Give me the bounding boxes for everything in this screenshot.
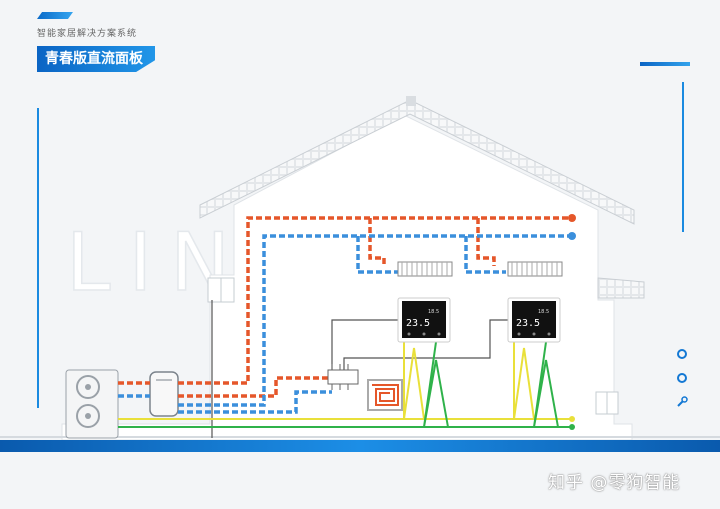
thermostat-1-set-temperature: 18.5 xyxy=(428,309,439,315)
header-accent-stripe xyxy=(37,12,73,19)
cold-water-pipes xyxy=(118,234,572,414)
green-line-end xyxy=(569,424,575,430)
thermostat-2-set-temperature: 18.5 xyxy=(538,309,549,315)
wrench-icon xyxy=(676,393,690,412)
header-title-box: 青春版直流面板 xyxy=(37,46,155,72)
yellow-line-end xyxy=(569,416,575,422)
roof-ridge xyxy=(406,96,416,106)
source-watermark: 知乎 @零狗智能 xyxy=(548,473,681,493)
heat-pump-unit xyxy=(65,369,119,439)
side-roof xyxy=(597,277,645,299)
circle-icon xyxy=(676,369,690,388)
top-right-accent-bar xyxy=(640,62,690,66)
hot-pipe-end xyxy=(568,214,576,222)
green-signal-lines xyxy=(118,341,572,428)
hot-water-pipes xyxy=(118,216,572,398)
bottom-accent-band xyxy=(0,440,720,452)
page-title: 青春版直流面板 xyxy=(45,51,143,67)
thermostat-panel-1: 23.5 18.5 xyxy=(397,297,451,343)
fan-coil-1 xyxy=(397,261,453,277)
yellow-signal-lines xyxy=(118,342,572,420)
thermostat-2-temperature: 23.5 xyxy=(516,318,540,329)
header-subtitle: 智能家居解决方案系统 xyxy=(37,29,138,39)
left-vertical-rule xyxy=(37,108,39,408)
control-wires xyxy=(211,300,508,438)
right-vertical-rule xyxy=(682,82,684,232)
thermostat-panel-2: 23.5 18.5 xyxy=(507,297,561,343)
water-tank xyxy=(149,371,179,417)
circle-icon xyxy=(676,345,690,364)
floor-heating-coil xyxy=(367,379,403,411)
floor-heating-manifold xyxy=(327,364,359,390)
side-icon-group xyxy=(676,345,690,417)
house xyxy=(0,96,720,441)
fan-coil-2 xyxy=(507,261,563,277)
thermostat-1-temperature: 23.5 xyxy=(406,318,430,329)
cold-pipe-end xyxy=(568,232,576,240)
